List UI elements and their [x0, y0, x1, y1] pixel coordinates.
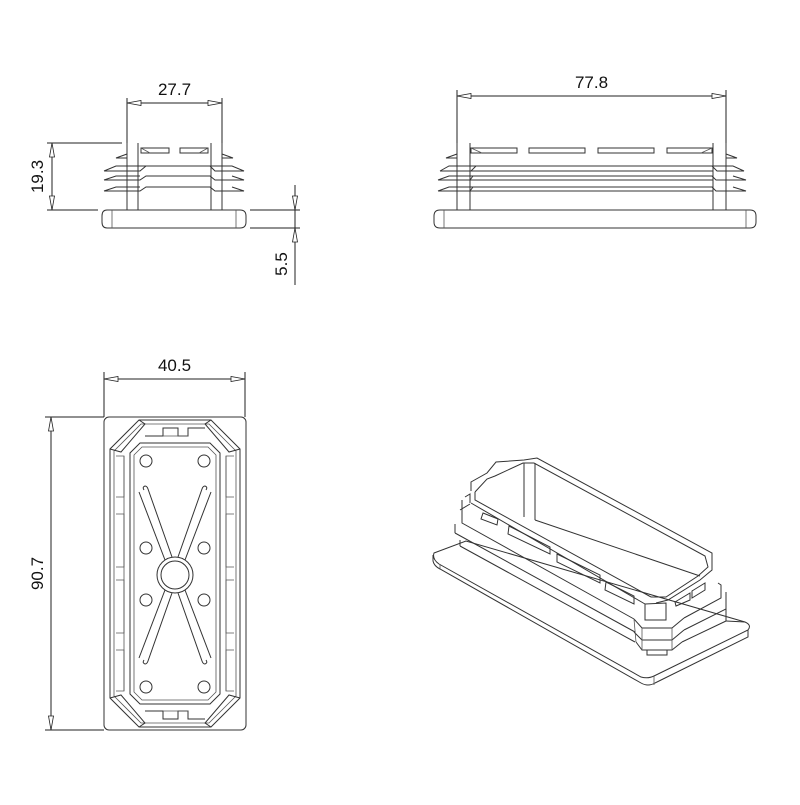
dimension-label-flange-width: 40.5: [158, 356, 191, 375]
side-view-long: [433, 143, 757, 229]
isometric-view: [432, 457, 750, 686]
dimension-label-insert-height: 19.3: [28, 160, 47, 193]
dimension-label-insert-width: 27.7: [158, 80, 191, 99]
dimension-label-insert-length: 77.8: [575, 73, 608, 92]
dimension-label-flange-length: 90.7: [28, 557, 47, 590]
dimension-insert-width: 27.7: [126, 80, 223, 143]
dimension-flange-length: 90.7: [28, 416, 104, 731]
top-view: [103, 416, 247, 731]
dimension-label-flange-thickness: 5.5: [272, 252, 291, 276]
dimension-flange-thickness: 5.5: [250, 185, 300, 285]
dimension-insert-height: 19.3: [28, 142, 122, 211]
side-view-short: [101, 143, 247, 229]
dimension-insert-length: 77.8: [456, 73, 727, 143]
dimension-flange-width: 40.5: [103, 356, 246, 417]
